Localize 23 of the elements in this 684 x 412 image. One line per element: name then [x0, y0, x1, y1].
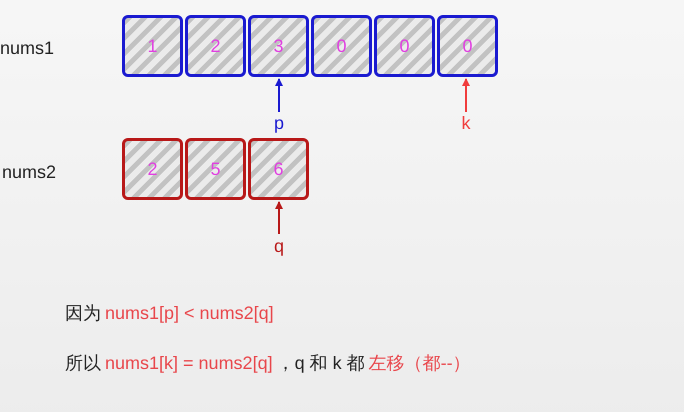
array-cell: 2 [122, 138, 183, 200]
array-cell: 5 [185, 138, 246, 200]
pointer-label: q [270, 234, 288, 258]
pointer-label: p [270, 112, 288, 134]
explanation-text: 因为 [65, 302, 101, 325]
array-cell: 0 [374, 15, 435, 77]
arrow [462, 78, 470, 112]
arrow [275, 201, 283, 234]
array-name: nums1 [0, 37, 54, 60]
array-cell: 2 [185, 15, 246, 77]
arrow [275, 78, 283, 112]
explanation-text: nums1[p] < nums2[q] [105, 302, 274, 325]
explanation-text: ，q 和 k 都 [276, 352, 365, 375]
array-cell: 0 [311, 15, 372, 77]
pointer-label: k [457, 112, 475, 134]
array-name: nums2 [2, 161, 56, 184]
array-cell: 6 [248, 138, 309, 200]
explanation-text: 左移（都--） [368, 352, 471, 375]
array-cell: 0 [437, 15, 498, 77]
array-cell: 1 [122, 15, 183, 77]
explanation-text: nums1[k] = nums2[q] [105, 352, 273, 375]
array-cell: 3 [248, 15, 309, 77]
explanation-text: 所以 [65, 352, 101, 375]
